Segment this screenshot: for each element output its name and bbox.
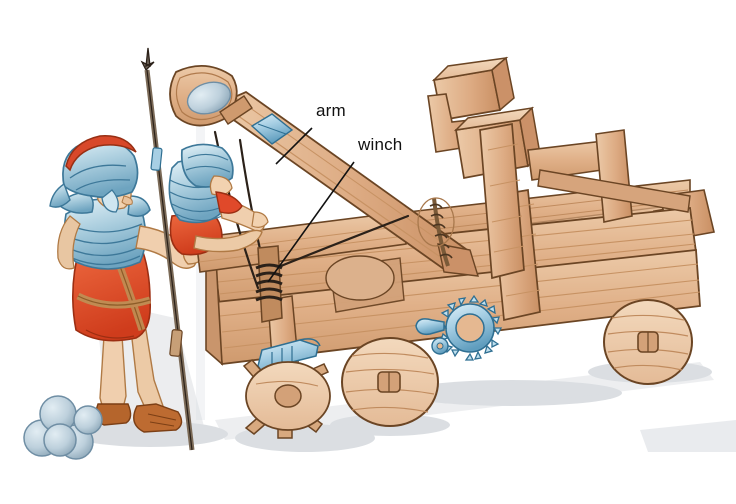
spear-collar bbox=[150, 147, 163, 171]
tunic bbox=[72, 243, 152, 342]
stone-pile bbox=[23, 395, 103, 460]
projectile-stone bbox=[186, 81, 232, 115]
spear-tip bbox=[140, 47, 155, 72]
standing-soldier bbox=[49, 135, 205, 433]
deck-brace bbox=[537, 169, 691, 213]
winch-leader-line bbox=[267, 161, 355, 283]
label-arm: arm bbox=[316, 101, 346, 120]
capstan-wheel bbox=[242, 358, 331, 439]
helmet-crest bbox=[65, 135, 137, 172]
arm-leader-line bbox=[275, 127, 313, 165]
rear-wheel bbox=[603, 299, 693, 385]
label-leaders bbox=[267, 127, 355, 283]
throwing-arm bbox=[169, 65, 479, 277]
front-wheel bbox=[341, 337, 439, 427]
kneeling-arm-lower bbox=[193, 229, 263, 253]
neck-guard bbox=[49, 182, 71, 208]
arm-base bbox=[437, 243, 479, 277]
capstan-hub bbox=[274, 384, 302, 408]
kneeling-soldier bbox=[168, 143, 269, 256]
catapult-chassis bbox=[195, 56, 715, 389]
spear-grip bbox=[169, 329, 183, 357]
label-winch: winch bbox=[358, 135, 403, 154]
spear bbox=[140, 47, 195, 451]
tall-frame-post bbox=[479, 122, 525, 280]
ratchet-gear bbox=[415, 294, 503, 361]
ratchet-pawl bbox=[415, 318, 445, 336]
center-rope bbox=[417, 197, 455, 267]
helmet bbox=[62, 139, 139, 199]
